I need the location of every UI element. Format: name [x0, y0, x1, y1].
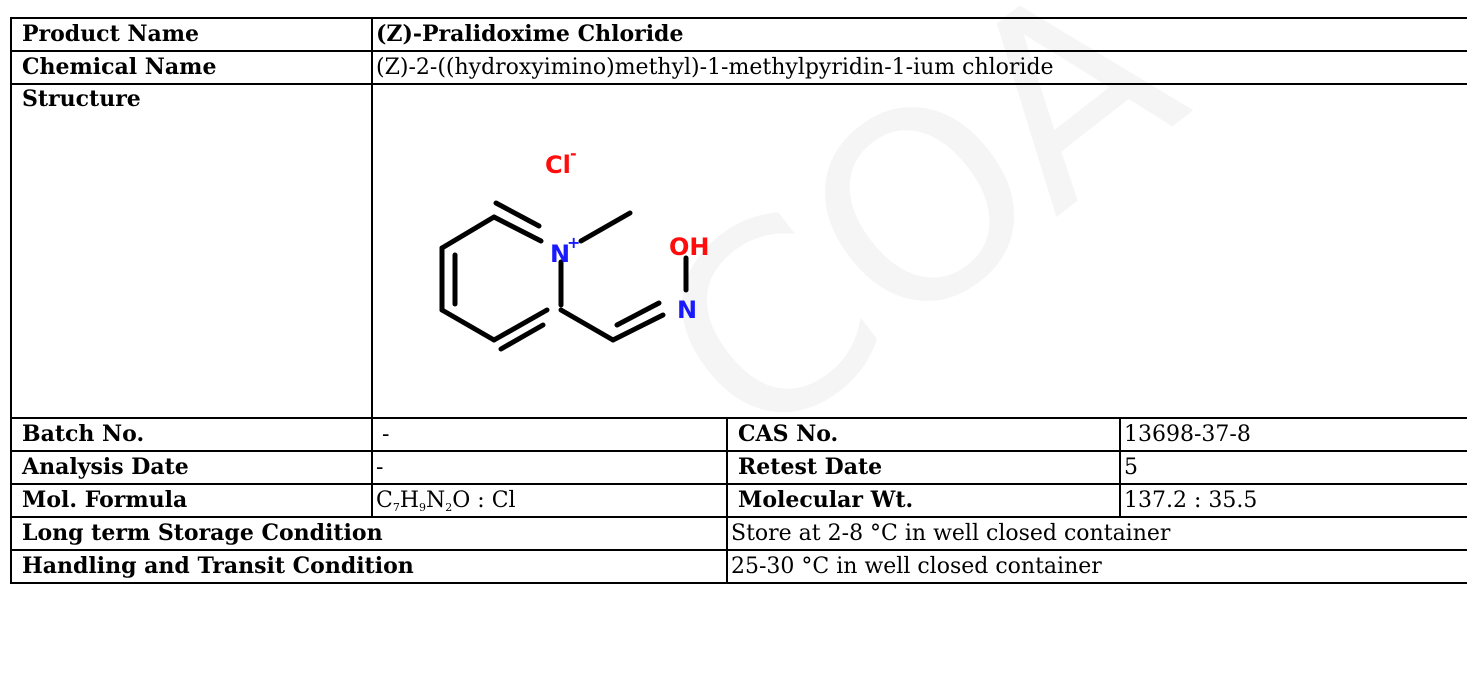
analysis-date-value: - [371, 450, 728, 485]
analysis-date-label: Analysis Date [10, 450, 373, 485]
formula-h: H [399, 488, 420, 513]
structure-cell: Cl - N + OH N [370, 83, 1467, 419]
chemical-name-row: Chemical Name (Z)-2-((hydroxyimino)methy… [10, 50, 1467, 85]
oxime-nitrogen-label: N [677, 296, 697, 324]
ring-nitrogen-charge-label: + [567, 233, 580, 252]
coa-table: Product Name (Z)-Pralidoxime Chloride Ch… [10, 17, 1467, 584]
structure-label: Structure [10, 83, 373, 419]
handling-row: Handling and Transit Condition 25-30 °C … [10, 549, 1467, 584]
hydroxyl-group-label: OH [669, 233, 710, 261]
product-name-value: (Z)-Pralidoxime Chloride [370, 17, 1467, 52]
chemical-name-label: Chemical Name [10, 50, 373, 85]
handling-condition-value: 25-30 °C in well closed container [725, 549, 1467, 584]
formula-rest: O : Cl [452, 488, 516, 513]
product-name-row: Product Name (Z)-Pralidoxime Chloride [10, 17, 1467, 52]
mol-formula-value: C7H9N2O : Cl [371, 483, 728, 518]
formula-c: C [376, 488, 393, 513]
product-name-label: Product Name [10, 17, 373, 52]
molecule-structure-image: Cl - N + OH N [439, 144, 710, 352]
formula-h-count: 9 [419, 501, 427, 514]
molecular-wt-value: 137.2 : 35.5 [1118, 483, 1467, 518]
storage-row: Long term Storage Condition Store at 2-8… [10, 516, 1467, 551]
cas-no-value: 13698-37-8 [1118, 417, 1467, 452]
chemical-name-value: (Z)-2-((hydroxyimino)methyl)-1-methylpyr… [370, 50, 1467, 85]
formula-n: N [426, 488, 446, 513]
batch-no-label: Batch No. [10, 417, 373, 452]
batch-no-value: - [371, 417, 728, 452]
retest-date-label: Retest Date [726, 450, 1121, 485]
dates-row: Analysis Date - Retest Date 5 [10, 450, 1467, 485]
chloride-atom-label: Cl [545, 151, 571, 179]
retest-date-value: 5 [1118, 450, 1467, 485]
batch-cas-row: Batch No. - CAS No. 13698-37-8 [10, 417, 1467, 452]
storage-condition-value: Store at 2-8 °C in well closed container [725, 516, 1467, 551]
structure-row: Structure [10, 83, 1467, 419]
handling-condition-label: Handling and Transit Condition [10, 549, 728, 584]
cas-no-label: CAS No. [726, 417, 1121, 452]
formula-n-count: 2 [445, 501, 453, 514]
chloride-charge-label: - [570, 144, 577, 163]
mol-formula-label: Mol. Formula [10, 483, 373, 518]
formula-c-count: 7 [392, 501, 400, 514]
storage-condition-label: Long term Storage Condition [10, 516, 728, 551]
ring-nitrogen-label: N [550, 240, 570, 268]
molecular-wt-label: Molecular Wt. [726, 483, 1121, 518]
formula-row: Mol. Formula C7H9N2O : Cl Molecular Wt. … [10, 483, 1467, 518]
